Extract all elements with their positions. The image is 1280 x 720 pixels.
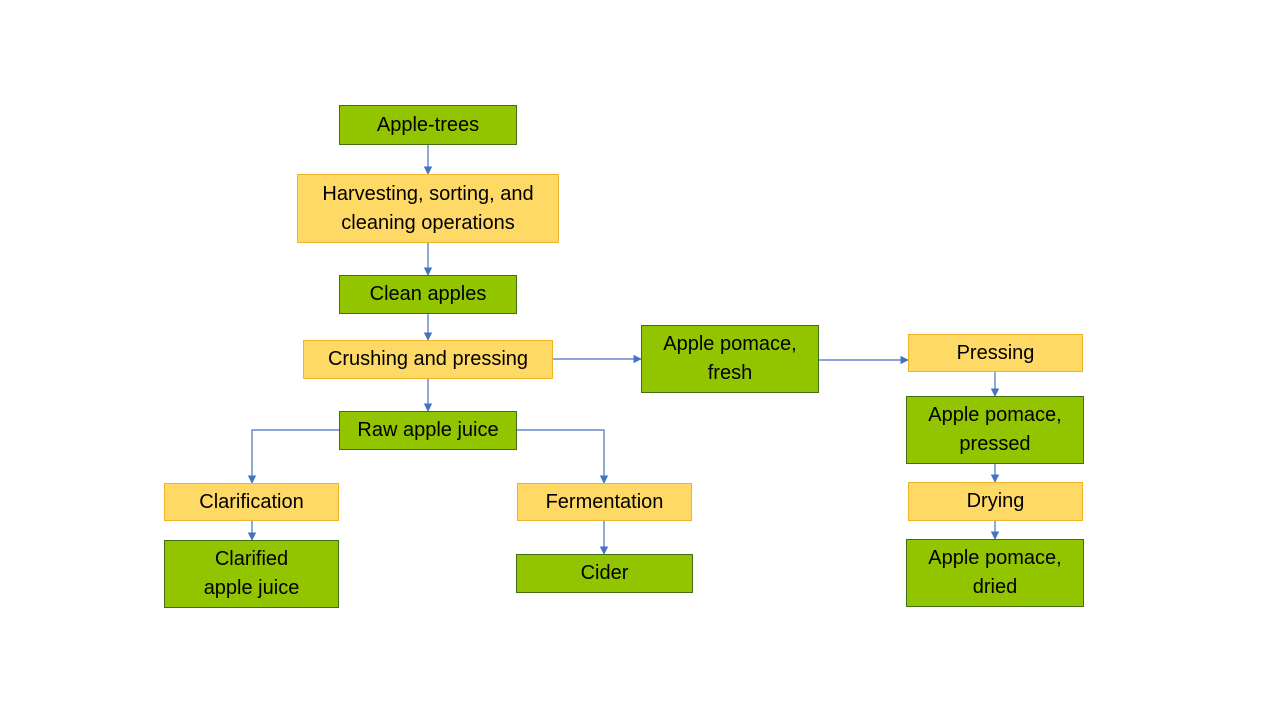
node-apple-pomace-fresh-label: Apple pomace, fresh	[663, 333, 797, 384]
node-clarification: Clarification	[164, 483, 339, 521]
node-apple-pomace-pressed: Apple pomace, pressed	[906, 396, 1084, 464]
node-raw-apple-juice-label: Raw apple juice	[357, 419, 499, 441]
arrow-raw-juice-to-fermentation	[517, 429, 609, 484]
node-crushing-pressing-label: Crushing and pressing	[327, 348, 529, 370]
node-pressing: Pressing	[908, 334, 1083, 372]
node-harvesting-label: Harvesting, sorting, and cleaning operat…	[322, 182, 534, 234]
node-apple-pomace-pressed-label: Apple pomace, pressed	[928, 404, 1062, 455]
node-clarification-label: Clarification	[199, 490, 304, 513]
node-harvesting: Harvesting, sorting, and cleaning operat…	[297, 174, 559, 243]
node-apple-trees-label: Apple-trees	[376, 113, 480, 136]
node-apple-pomace-fresh: Apple pomace, fresh	[641, 325, 819, 393]
node-drying-label: Drying	[966, 490, 1025, 512]
node-drying: Drying	[908, 482, 1083, 521]
node-pressing-label: Pressing	[956, 341, 1035, 364]
node-cider-label: Cider	[580, 562, 629, 584]
arrow-raw-juice-to-clarification	[247, 429, 340, 484]
node-fermentation: Fermentation	[517, 483, 692, 521]
node-clean-apples: Clean apples	[339, 275, 517, 314]
node-raw-apple-juice: Raw apple juice	[339, 411, 517, 450]
node-clarified-apple-juice: Clarified apple juice	[164, 540, 339, 608]
node-apple-pomace-dried: Apple pomace, dried	[906, 539, 1084, 607]
node-clean-apples-label: Clean apples	[369, 283, 487, 305]
node-apple-pomace-dried-label: Apple pomace, dried	[928, 547, 1062, 598]
node-apple-trees: Apple-trees	[339, 105, 517, 145]
node-cider: Cider	[516, 554, 693, 593]
node-fermentation-label: Fermentation	[545, 490, 664, 513]
node-crushing-pressing: Crushing and pressing	[303, 340, 553, 379]
node-clarified-apple-juice-label: Clarified apple juice	[203, 548, 300, 599]
